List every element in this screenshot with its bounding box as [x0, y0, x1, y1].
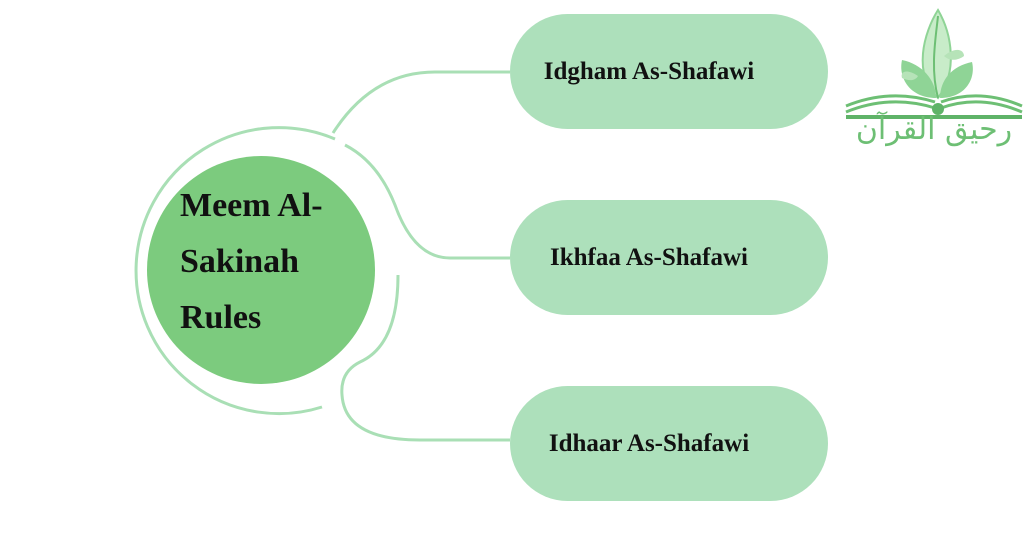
branch-node-idhaar: Idhaar As-Shafawi [510, 386, 828, 501]
branch-label-idgham: Idgham As-Shafawi [543, 57, 755, 85]
outer-ring-left [134, 126, 336, 416]
book-plant-logo [845, 8, 1023, 119]
branch-node-idgham: Idgham As-Shafawi [510, 14, 828, 129]
book-left-page [845, 94, 936, 108]
branch-node-ikhfaa: Ikhfaa As-Shafawi [510, 200, 828, 315]
left-leaf-icon [901, 60, 936, 98]
connector-bottom [340, 274, 510, 442]
branch-label-idhaar: Idhaar As-Shafawi [548, 429, 750, 457]
book-right-page [940, 94, 1023, 108]
connector-top [331, 70, 510, 134]
connector-middle [344, 143, 510, 260]
center-node-label: Meem Al-Sakinah Rules [180, 187, 323, 336]
center-node [147, 156, 375, 384]
branch-label-ikhfaa: Ikhfaa As-Shafawi [550, 243, 748, 271]
logo-text: رحيق القرآن [855, 112, 1013, 147]
right-leaf-icon [940, 62, 973, 98]
